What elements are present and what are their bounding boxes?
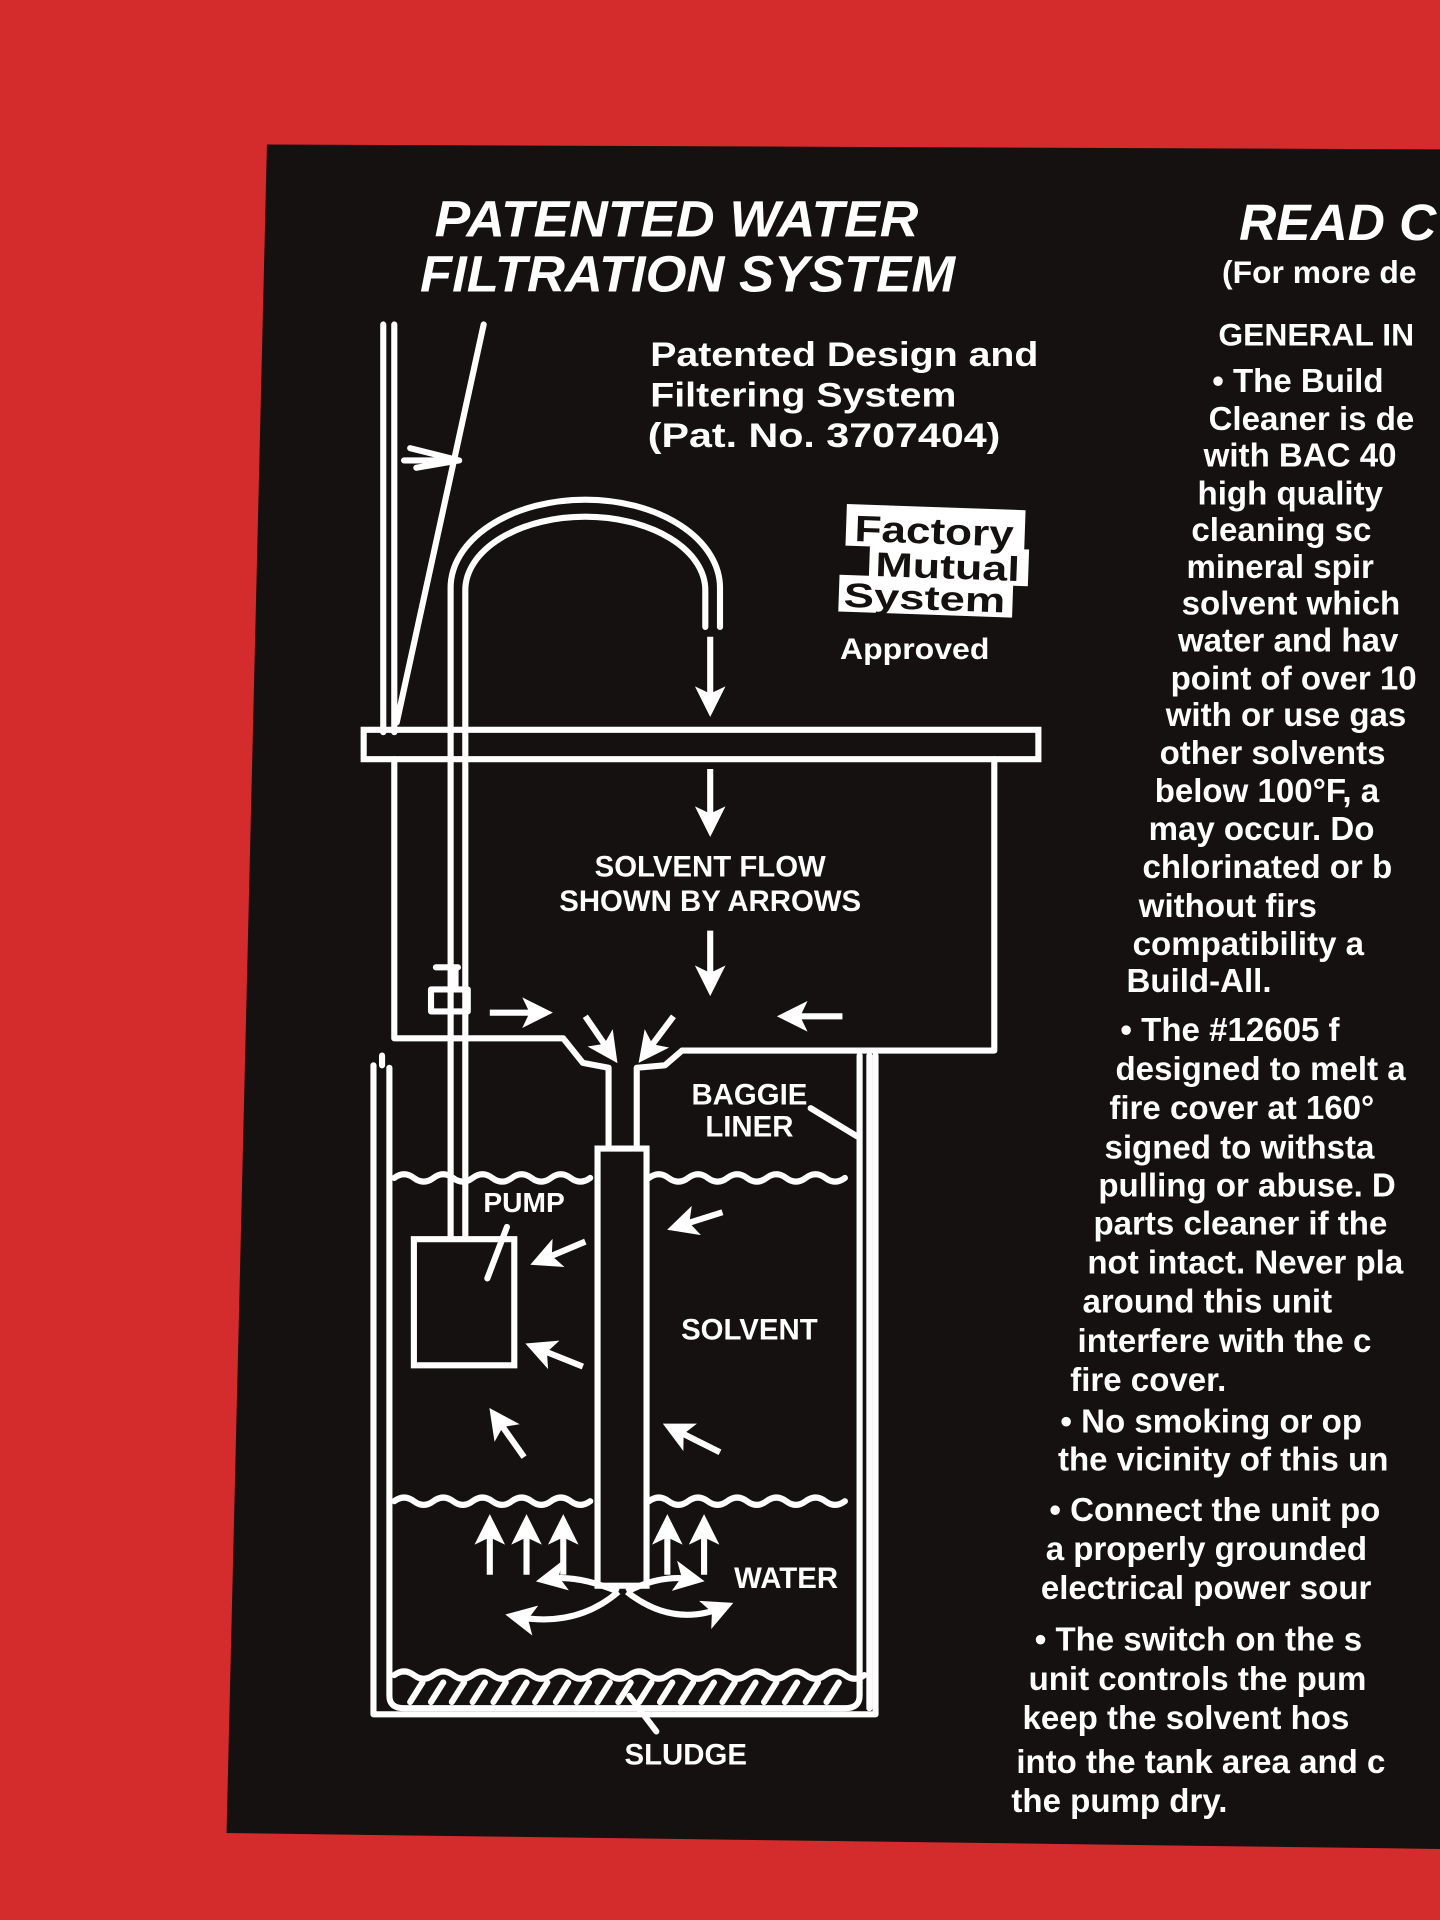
flow-arrow xyxy=(667,1205,724,1236)
instruction-line: fire cover at 160° xyxy=(1109,1090,1374,1127)
instruction-line: designed to melt a xyxy=(1116,1051,1407,1088)
instruction-line: pulling or abuse. D xyxy=(1098,1167,1395,1204)
instruction-line: without firs xyxy=(1138,888,1317,925)
instruction-line: • No smoking or op xyxy=(1060,1404,1362,1441)
flow-arrow xyxy=(625,1589,734,1630)
instruction-line: mineral spir xyxy=(1187,549,1374,586)
subtitle-line-1: Patented Design and xyxy=(650,336,1038,374)
instruction-line: keep the solvent hos xyxy=(1022,1700,1349,1737)
instruction-line: around this unit xyxy=(1082,1284,1332,1321)
instruction-line: into the tank area and c xyxy=(1016,1744,1385,1781)
sink-basin xyxy=(391,756,998,1148)
instruction-line: Cleaner is de xyxy=(1209,401,1415,438)
factory-mutual-logo: Factory Mutual System xyxy=(838,503,1030,621)
patent-number: (Pat. No. 3707404) xyxy=(648,417,1001,455)
instruction-line: below 100°F, a xyxy=(1155,773,1380,810)
instruction-line: with BAC 40 xyxy=(1203,438,1397,475)
instruction-line: the pump dry. xyxy=(1011,1783,1227,1820)
instructions-heading: READ C xyxy=(1239,193,1437,251)
flow-label-1: SOLVENT FLOW xyxy=(595,851,826,884)
instruction-line: point of over 10 xyxy=(1171,660,1417,697)
instruction-line: cleaning sc xyxy=(1191,512,1371,549)
instruction-line: the vicinity of this un xyxy=(1058,1442,1389,1479)
sink-shelf xyxy=(360,726,1042,763)
filtration-diagram: SOLVENT FLOW SHOWN BY ARROWS BAGGIE LINE… xyxy=(360,321,1042,1771)
sludge-leader-line xyxy=(626,1692,660,1735)
instruction-line: signed to withsta xyxy=(1104,1129,1375,1166)
instruction-line: water and hav xyxy=(1177,622,1399,659)
instruction-line: not intact. Never pla xyxy=(1087,1244,1403,1281)
pump-leader-line xyxy=(484,1223,510,1282)
flow-arrow xyxy=(505,1589,621,1636)
flow-arrow xyxy=(535,1560,620,1595)
instructions-subheading: (For more de xyxy=(1222,254,1417,290)
svg-text:System: System xyxy=(843,577,1006,621)
pump-box xyxy=(410,1236,518,1369)
instruction-line: • The #12605 f xyxy=(1120,1012,1340,1049)
flow-arrow xyxy=(625,1560,705,1595)
instruction-line: parts cleaner if the xyxy=(1093,1205,1387,1242)
sludge-hatching xyxy=(407,1679,842,1706)
water-surface xyxy=(391,1494,848,1508)
black-label-panel xyxy=(226,144,1440,1849)
solvent-hose xyxy=(447,496,724,1240)
instruction-line: compatibility a xyxy=(1133,926,1365,963)
pump-valve-icon xyxy=(427,964,471,1015)
svg-text:Factory: Factory xyxy=(854,508,1015,555)
baggie-label-2: LINER xyxy=(705,1110,793,1143)
instruction-line: with or use gas xyxy=(1165,697,1407,734)
instruction-line: solvent which xyxy=(1182,586,1401,623)
instruction-line: may occur. Do xyxy=(1149,811,1375,848)
instruction-line: Build-All. xyxy=(1127,963,1272,1000)
baggie-leader-line xyxy=(807,1105,861,1140)
logo-approved-caption: Approved xyxy=(840,633,989,666)
sludge-surface xyxy=(391,1668,868,1682)
baggie-label-1: BAGGIE xyxy=(691,1078,807,1111)
baggie-liner xyxy=(386,1052,863,1712)
general-info-heading: GENERAL IN xyxy=(1218,316,1414,352)
flow-arrow xyxy=(638,1014,676,1063)
instruction-line: • The Build xyxy=(1212,363,1383,400)
title-line-1: PATENTED WATER xyxy=(435,189,919,247)
instruction-line: other solvents xyxy=(1160,735,1386,772)
flow-arrow xyxy=(525,1340,584,1370)
stand-pipe xyxy=(380,321,487,736)
flow-arrow xyxy=(662,1423,722,1455)
solvent-label: SOLVENT xyxy=(681,1314,818,1347)
instruction-line: unit controls the pum xyxy=(1029,1661,1367,1698)
solvent-surface xyxy=(391,1171,848,1185)
water-label: WATER xyxy=(734,1562,838,1595)
subtitle-line-2: Filtering System xyxy=(650,377,956,415)
sludge-label: SLUDGE xyxy=(625,1738,747,1771)
svg-text:Mutual: Mutual xyxy=(875,546,1021,589)
instruction-line: interfere with the c xyxy=(1078,1323,1372,1360)
outer-tank xyxy=(370,1052,879,1718)
instruction-line: fire cover. xyxy=(1070,1362,1226,1399)
instruction-line: a properly grounded xyxy=(1046,1531,1367,1568)
instruction-line: chlorinated or b xyxy=(1142,849,1392,886)
flow-arrow xyxy=(582,1014,618,1064)
instruction-line: • Connect the unit po xyxy=(1049,1492,1380,1529)
instruction-line: high quality xyxy=(1198,475,1384,512)
center-tube xyxy=(594,1145,650,1589)
flow-arrow xyxy=(530,1238,587,1268)
flow-arrow xyxy=(489,1408,527,1459)
instruction-line: electrical power sour xyxy=(1041,1570,1372,1607)
title-line-2: FILTRATION SYSTEM xyxy=(420,244,956,302)
flow-label-2: SHOWN BY ARROWS xyxy=(559,885,861,918)
pump-label: PUMP xyxy=(483,1187,564,1218)
instruction-line: • The switch on the s xyxy=(1035,1622,1362,1659)
